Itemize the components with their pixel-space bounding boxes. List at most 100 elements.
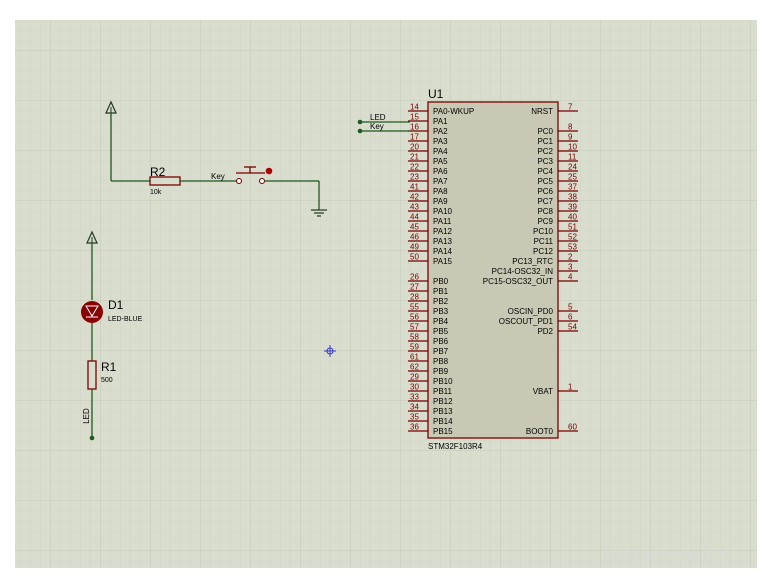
pin-name: OSCOUT_PD1 [499,317,554,326]
pin-number: 24 [568,163,577,172]
pin-number: 30 [410,383,419,392]
resistor-r2[interactable]: R2 10k [149,165,181,196]
pin-number: 23 [410,173,419,182]
led-d1[interactable]: D1 LED-BLUE [81,298,143,323]
d1-ref: D1 [108,298,124,312]
pin-name: PA1 [433,117,448,126]
pin-name: PB10 [433,377,453,386]
pin-name: PC5 [537,177,553,186]
mcu-pin-pb11[interactable]: 30 PB11 [408,383,453,397]
pin-number: 56 [410,313,419,322]
switch-key[interactable]: Key [211,166,273,185]
pin-number: 4 [568,273,573,282]
pin-name: PB9 [433,367,449,376]
pin-name: PB1 [433,287,449,296]
pin-number: 20 [410,143,419,152]
pin-name: PB15 [433,427,453,436]
key-circuit: R2 10k Key [105,100,327,217]
pin-name: PA9 [433,197,448,206]
mcu-pin-oscout_pd1[interactable]: 6 OSCOUT_PD1 [499,313,578,327]
pin-name: PA12 [433,227,453,236]
pin-name: VBAT [533,387,553,396]
origin-marker-icon[interactable] [324,345,336,357]
pin-number: 6 [568,313,573,322]
pin-number: 58 [410,333,419,342]
pin-name: PB14 [433,417,453,426]
mcu-body [427,101,559,439]
pin-name: PC11 [534,237,554,246]
pin-number: 16 [410,123,419,132]
ground-symbol[interactable] [311,209,327,217]
mcu-pin-pa9[interactable]: 42 PA9 [408,193,448,207]
pin-name: PB11 [433,387,453,396]
r1-ref: R1 [101,360,117,374]
pin-name: PA5 [433,157,448,166]
mcu-ref: U1 [428,87,444,101]
pin-name: PA8 [433,187,448,196]
pin-number: 42 [410,193,419,202]
pin-name: PA15 [433,257,453,266]
pin-number: 34 [410,403,419,412]
pin-name: NRST [531,107,553,116]
pin-number: 5 [568,303,573,312]
pin-number: 44 [410,213,419,222]
pin-number: 37 [568,183,577,192]
pin-number: 28 [410,293,419,302]
pin-name: PC0 [537,127,553,136]
